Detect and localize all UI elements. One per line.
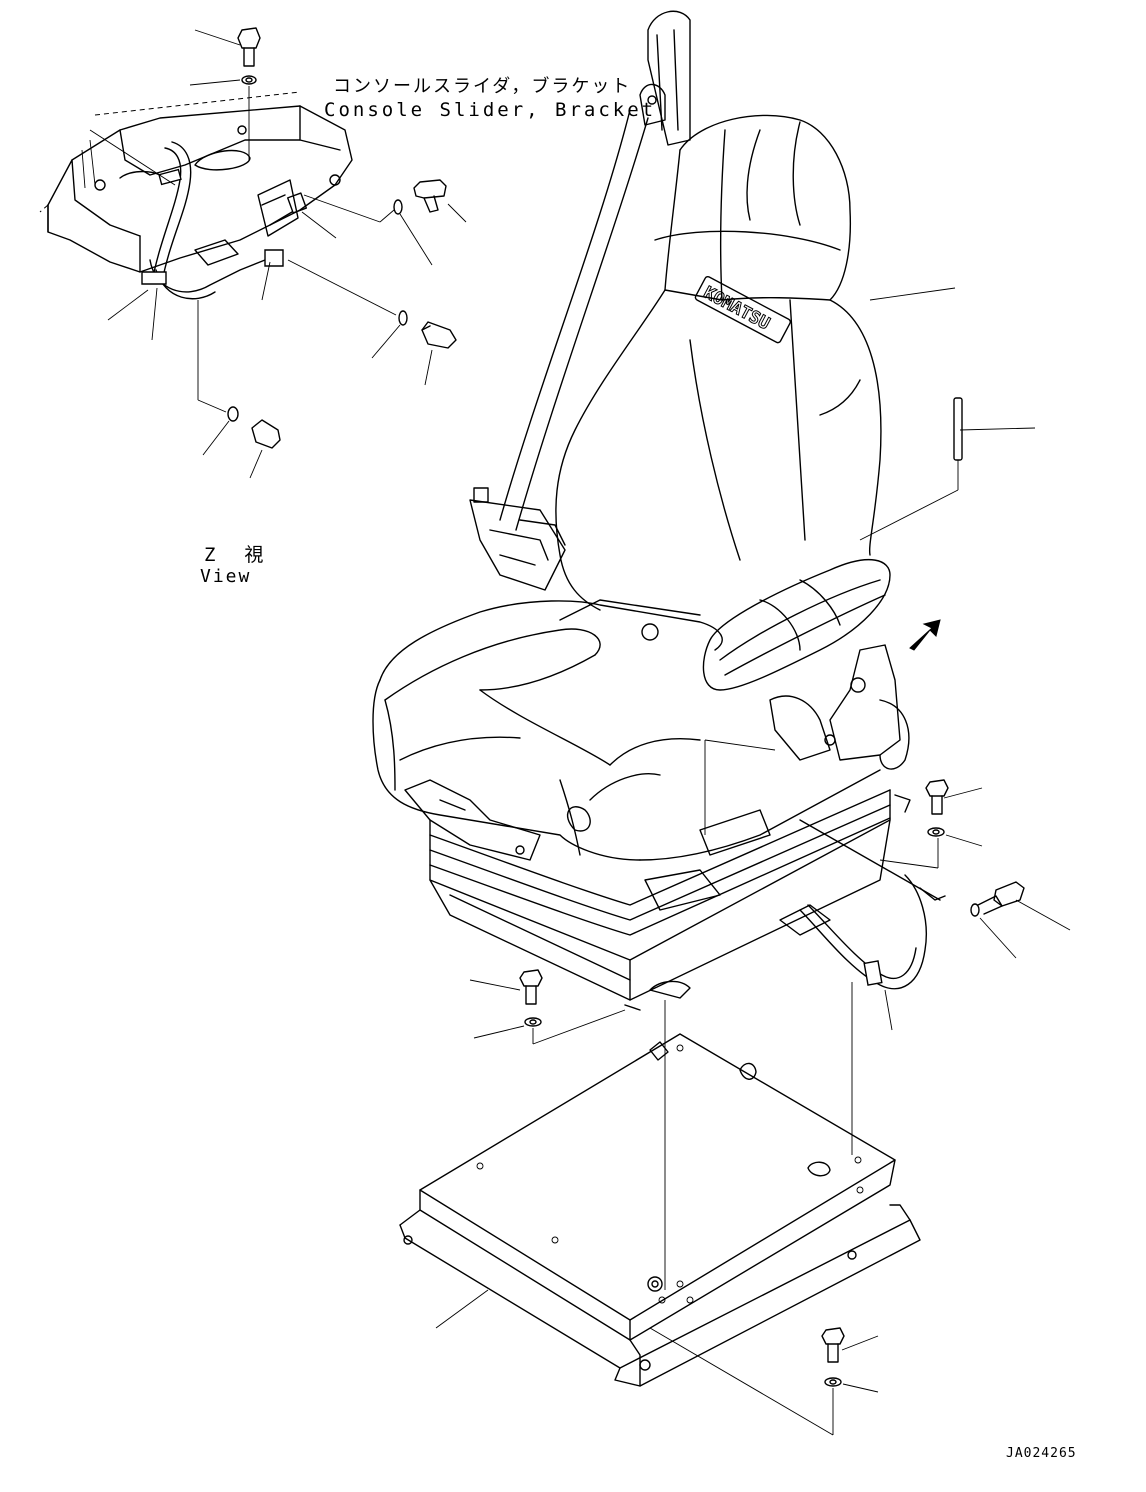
komatsu-logo: KOMATSU: [694, 276, 791, 344]
mounting-bolts-right: [852, 780, 1070, 1155]
view-caption-english: View: [200, 566, 252, 587]
mounting-bolts-left: [470, 970, 625, 1044]
console-caption-japanese: コンソールスライダ，ブラケット: [333, 76, 632, 97]
pin-part: [954, 398, 962, 460]
z-view-console-bracket: [40, 28, 466, 478]
console-caption-english: Console Slider, Bracket: [324, 99, 657, 121]
seat-mounting-plate: [400, 1000, 920, 1386]
view-caption-japanese: Z 視: [204, 544, 266, 566]
svg-text:KOMATSU: KOMATSU: [700, 283, 773, 334]
view-arrow-icon: [910, 620, 940, 650]
drawing-code: JA024265: [1006, 1446, 1077, 1461]
mounting-bolts-bottom: [650, 1328, 878, 1435]
operator-seat: KOMATSU: [373, 11, 1035, 1010]
